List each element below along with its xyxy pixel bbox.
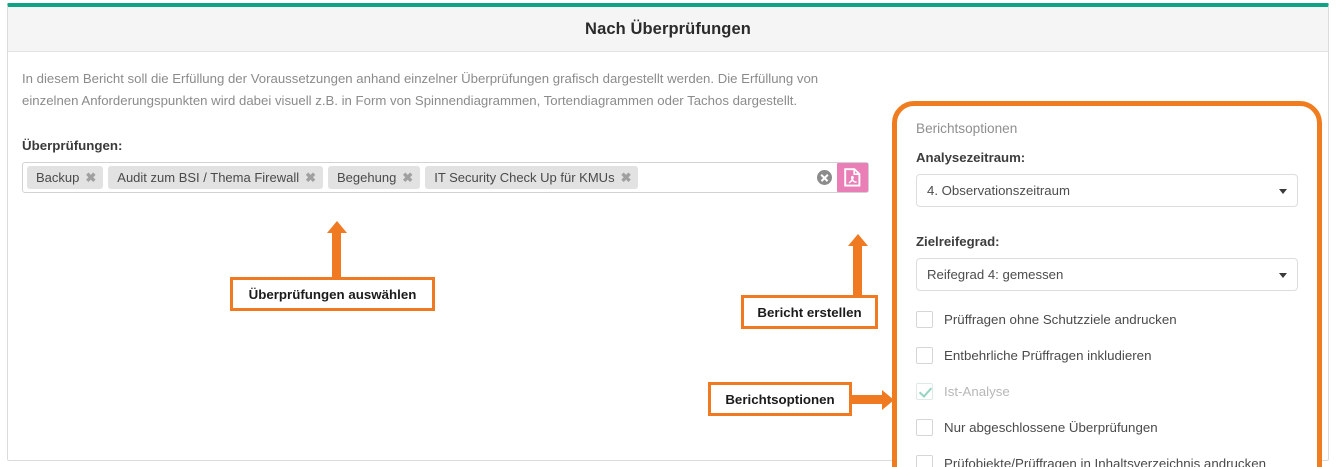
left-column: In diesem Bericht soll die Erfüllung der… <box>22 68 869 193</box>
report-card: Nach Überprüfungen In diesem Bericht sol… <box>7 3 1329 467</box>
report-description: In diesem Bericht soll die Erfüllung der… <box>22 71 819 108</box>
checkbox-row-ist-analyse: Ist-Analyse <box>916 373 1298 409</box>
report-options-panel: Berichtsoptionen Analysezeitraum: 4. Obs… <box>892 101 1322 467</box>
analysezeitraum-value: 4. Observationszeitraum <box>927 183 1070 198</box>
chip-label: Backup <box>36 170 80 185</box>
pdf-file-icon <box>844 168 861 187</box>
chip-item[interactable]: Backup ✖ <box>27 166 104 189</box>
analysezeitraum-label: Analysezeitraum: <box>916 150 1026 165</box>
annotation-label: Überprüfungen auswählen <box>248 286 417 302</box>
chip-remove-icon[interactable]: ✖ <box>620 170 632 185</box>
chip-item[interactable]: Begehung ✖ <box>328 166 421 189</box>
pruefungen-label: Überprüfungen: <box>22 138 123 153</box>
checkbox-label: Ist-Analyse <box>944 383 1010 399</box>
pruefungen-tag-input[interactable]: Backup ✖ Audit zum BSI / Thema Firewall … <box>22 162 869 193</box>
chip-label: Audit zum BSI / Thema Firewall <box>117 170 300 185</box>
annotation-box-bericht-erstellen: Bericht erstellen <box>741 295 878 329</box>
chip-remove-icon[interactable]: ✖ <box>305 170 317 185</box>
checkbox-row-entbehrliche-pruffragen[interactable]: Entbehrliche Prüffragen inkludieren <box>916 337 1298 373</box>
checkbox-label: Prüfobjekte/Prüffragen in Inhaltsverzeic… <box>944 455 1267 467</box>
chip-item[interactable]: Audit zum BSI / Thema Firewall ✖ <box>108 166 324 189</box>
chip-label: IT Security Check Up für KMUs <box>434 170 615 185</box>
checkbox-label: Prüffragen ohne Schutzziele andrucken <box>944 311 1177 327</box>
card-header: Nach Überprüfungen <box>8 7 1328 52</box>
annotation-box-berichtsoptionen: Berichtsoptionen <box>708 382 852 416</box>
checkbox-row-nur-abgeschlossene[interactable]: Nur abgeschlossene Überprüfungen <box>916 409 1298 445</box>
annotation-label: Berichtsoptionen <box>725 391 835 407</box>
checkbox-row-pruffragen-ohne-schutzziele[interactable]: Prüffragen ohne Schutzziele andrucken <box>916 301 1298 337</box>
checkbox-label: Entbehrliche Prüffragen inkludieren <box>944 347 1152 363</box>
chip-item[interactable]: IT Security Check Up für KMUs ✖ <box>425 166 639 189</box>
zielreifegrad-label: Zielreifegrad: <box>916 234 1000 249</box>
options-panel-title: Berichtsoptionen <box>916 121 1018 136</box>
checkbox-icon[interactable] <box>916 310 933 328</box>
annotation-arrow-right-optionen <box>845 395 883 404</box>
clear-all-button[interactable] <box>811 162 837 193</box>
analysezeitraum-select[interactable]: 4. Observationszeitraum <box>916 174 1298 207</box>
chip-remove-icon[interactable]: ✖ <box>85 170 97 185</box>
checkbox-icon <box>916 382 933 400</box>
annotation-arrow-up-pruefungen <box>332 232 341 277</box>
zielreifegrad-value: Reifegrad 4: gemessen <box>927 267 1064 282</box>
chevron-down-icon <box>1279 272 1287 278</box>
checkbox-row-pruefobjekte-inhaltsverzeichnis[interactable]: Prüfobjekte/Prüffragen in Inhaltsverzeic… <box>916 445 1298 467</box>
checkbox-icon[interactable] <box>916 346 933 364</box>
clear-all-icon <box>816 170 832 185</box>
chip-list: Backup ✖ Audit zum BSI / Thema Firewall … <box>27 166 811 189</box>
chip-remove-icon[interactable]: ✖ <box>402 170 414 185</box>
create-report-pdf-button[interactable] <box>837 163 868 192</box>
checkbox-icon[interactable] <box>916 418 933 436</box>
checkbox-label: Nur abgeschlossene Überprüfungen <box>944 419 1158 435</box>
zielreifegrad-select[interactable]: Reifegrad 4: gemessen <box>916 258 1298 291</box>
checkbox-icon[interactable] <box>916 454 933 467</box>
annotation-arrow-up-bericht <box>853 245 862 297</box>
annotation-label: Bericht erstellen <box>757 304 862 320</box>
card-body: In diesem Bericht soll die Erfüllung der… <box>8 52 1328 467</box>
annotation-box-pruefungen-auswaehlen: Überprüfungen auswählen <box>230 277 435 311</box>
chip-label: Begehung <box>337 170 397 185</box>
chevron-down-icon <box>1279 188 1287 194</box>
page-title: Nach Überprüfungen <box>585 19 751 38</box>
